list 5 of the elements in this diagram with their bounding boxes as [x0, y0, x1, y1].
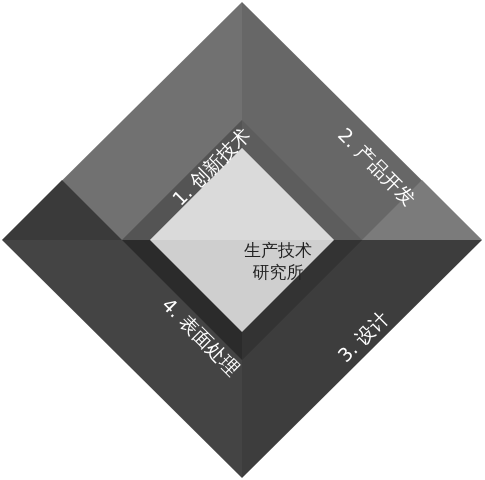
segment-label: 4. 表面处理	[158, 295, 242, 380]
segment-label: 1. 创新技术	[170, 125, 254, 210]
segment-label: 2. 产品开发	[334, 125, 418, 210]
segment-label: 3. 设计	[335, 308, 393, 366]
center-label: 生产技术研究所	[243, 240, 313, 284]
